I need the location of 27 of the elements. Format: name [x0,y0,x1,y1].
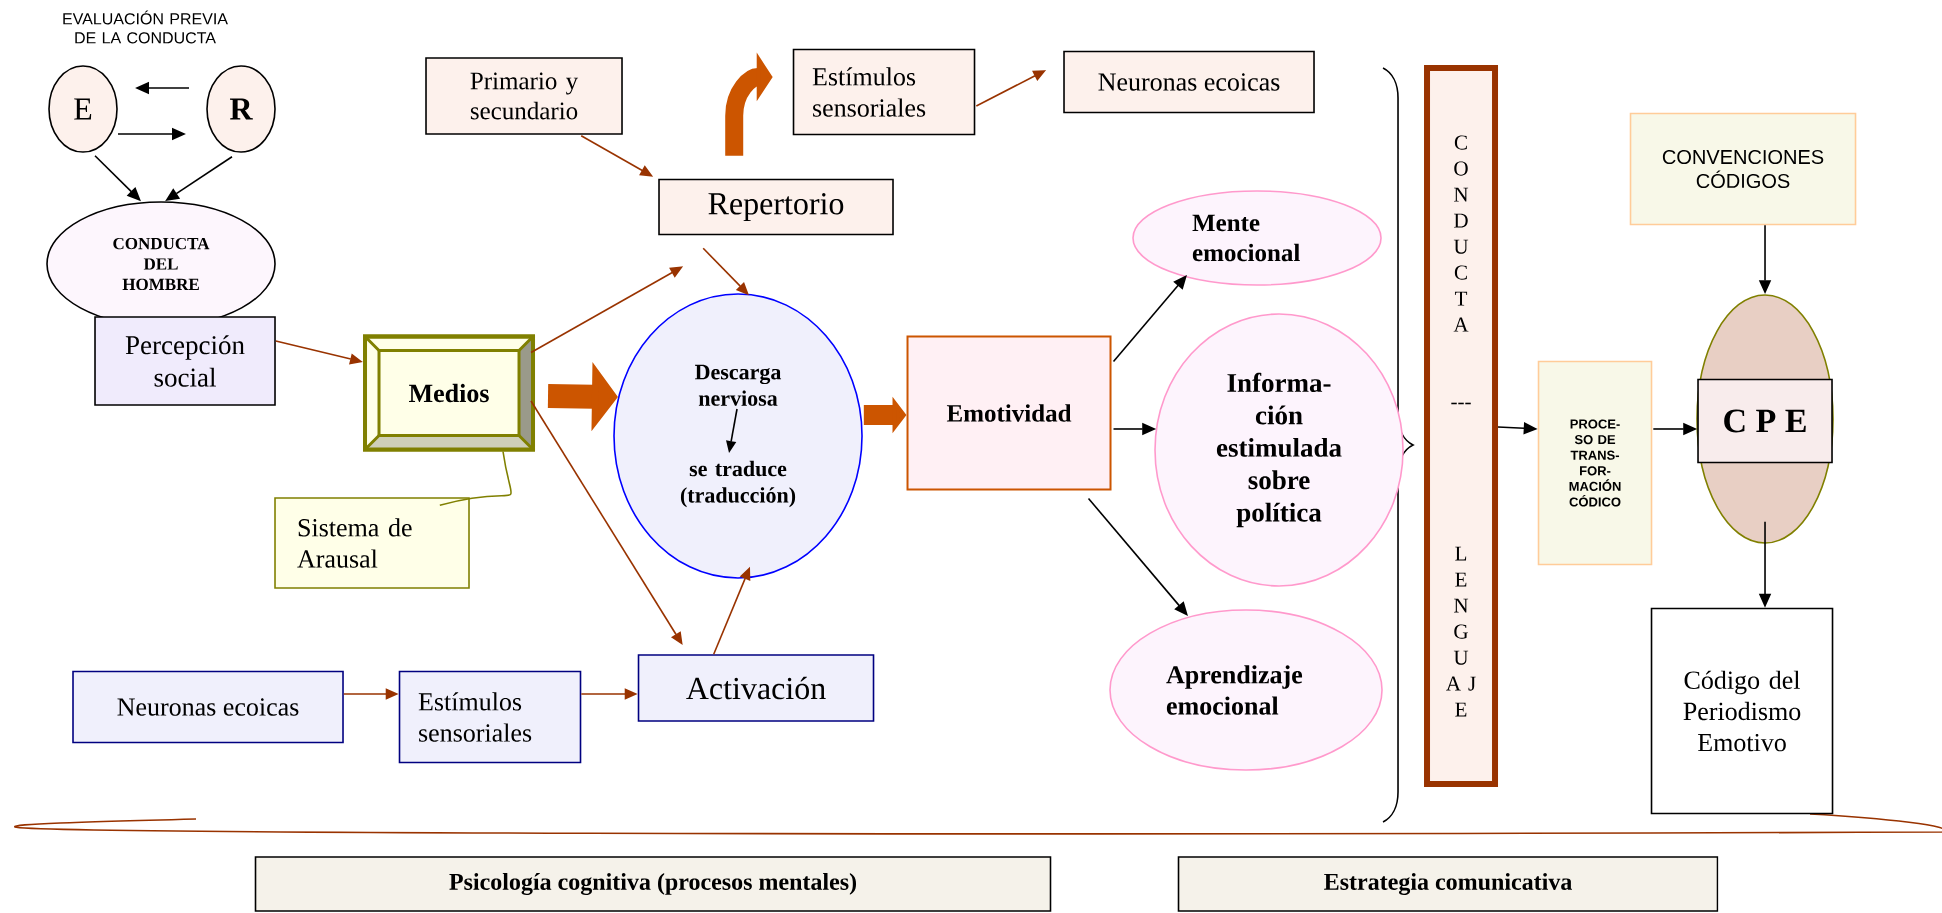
arrow [1112,275,1187,363]
arrow [1087,497,1188,616]
process-box: Sistema de Arausal [274,497,470,589]
process-box: PROCE- SO DE TRANS- FOR- MACIÓN CÓDICO [1537,360,1653,566]
process-box: Código del Periodismo Emotivo [1650,607,1834,815]
process-box: Emotividad [906,335,1112,491]
title-box: Psicología cognitiva (procesos mentales) [254,856,1052,912]
bevel-box: Medios [363,334,535,452]
process-box: Neuronas ecoicas [72,670,344,744]
label-box: C P E [1697,378,1833,464]
process-box: Percepción social [94,316,276,406]
process-box: Repertorio [658,178,894,236]
block-arrow [725,52,773,156]
ellipse-node: Informa- ción estimulada sobre política [1154,313,1404,587]
thought-bubble: CONDUCTA DEL HOMBRE [46,201,276,327]
title-box: Estrategia comunicativa [1177,856,1719,912]
ellipse-node: Aprendizaje emocional [1109,609,1383,771]
ellipse-node: Mente emocional [1132,190,1382,286]
connector-line [439,450,512,506]
process-box: Estímulos sensoriales [398,670,582,764]
process-box: CONVENCIONES CÓDIGOS [1629,112,1857,226]
process-box: Activación [637,654,875,722]
process-box: Primario y secundario [425,57,623,135]
heading-text: EVALUACIÓN PREVIA DE LA CONDUCTA [63,10,228,44]
process-box: Estímulos sensoriales [792,48,976,136]
process-box: Neuronas ecoicas [1063,50,1315,114]
vertical-bar: C O N D U C T A --- L E N G U A J E [1424,65,1498,787]
